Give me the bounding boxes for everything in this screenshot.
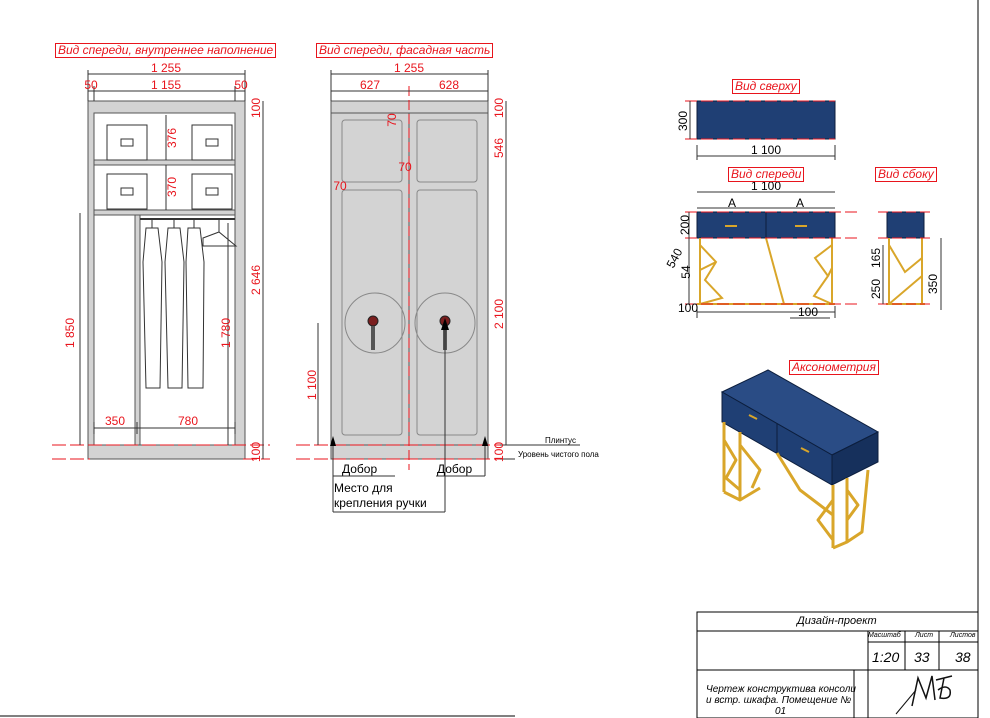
dim-left-side: 50 (84, 78, 98, 92)
dim-console-depth: 300 (676, 111, 690, 131)
view-label-facade: Вид спереди, фасадная часть (316, 43, 494, 58)
title-sheets: 38 (955, 649, 971, 665)
drawer-label-a-left: А (728, 196, 736, 210)
dim-rod-height: 1 850 (63, 318, 77, 348)
dim-hanging: 1 780 (219, 318, 233, 348)
dim-bottom-panel: 100 (249, 442, 263, 462)
wardrobe-facade-view: 1 255 627 628 70 70 70 100 546 2 100 1 1… (296, 61, 599, 513)
dim-top-panel: 100 (249, 98, 263, 118)
dim-total-height: 2 646 (249, 265, 263, 295)
dim-handle-height: 1 100 (305, 370, 319, 400)
dim-foot-right: 100 (798, 305, 818, 319)
title-desc-line3: 01 (775, 706, 787, 717)
title-desc-line1: Чертеж конструктива консоли (706, 684, 856, 695)
dim-right-section: 780 (178, 414, 198, 428)
view-label-console-front: Вид спереди (728, 167, 805, 182)
view-label-console-side: Вид сбоку (875, 167, 937, 182)
dim-molding-1: 70 (385, 113, 399, 127)
dim-right-door: 628 (439, 78, 459, 92)
dim-molding-3: 70 (333, 179, 347, 193)
note-plinth: Плинтус (545, 436, 576, 445)
dim-side-s2: 250 (869, 279, 883, 299)
note-floor-level: Уровень чистого пола (518, 450, 599, 459)
dim-molding-2: 70 (398, 160, 412, 174)
title-desc-line2: и встр. шкафа. Помещение № (706, 695, 852, 706)
dim-foot-left: 100 (678, 301, 698, 315)
note-handle-line1: Место для (334, 481, 393, 495)
title-scale-label: Масштаб (868, 632, 901, 639)
dim-total-width: 1 255 (151, 61, 181, 75)
dim-console-top-width: 1 100 (751, 143, 781, 157)
console-front-view: 1 100 А А 200 540 54 100 100 (664, 179, 860, 319)
dim-side-s1: 165 (869, 248, 883, 268)
dim-facade-top: 100 (492, 98, 506, 118)
dim-side-s3: 350 (926, 274, 940, 294)
view-label-axonometry: Аксонометрия (789, 360, 879, 375)
dim-shelf2: 370 (165, 177, 179, 197)
title-project: Дизайн-проект (797, 615, 877, 627)
dim-drawer-height: 200 (678, 215, 692, 235)
title-sheet: 33 (914, 649, 930, 665)
dim-facade-lower: 2 100 (492, 299, 506, 329)
note-dobor-left: Добор (342, 462, 377, 476)
console-side-view: 165 250 350 (869, 211, 942, 310)
hanging-clothes (142, 220, 238, 389)
dim-facade-width: 1 255 (394, 61, 424, 75)
dim-console-front-width: 1 100 (751, 179, 781, 193)
console-axonometry (720, 369, 880, 550)
dim-left-section: 350 (105, 414, 125, 428)
dim-left-door: 627 (360, 78, 380, 92)
note-handle-line2: крепления ручки (334, 496, 427, 510)
dim-facade-upper: 546 (492, 138, 506, 158)
signature-icon (895, 675, 953, 715)
dim-right-side: 50 (234, 78, 248, 92)
storage-box (106, 124, 233, 210)
dim-shelf1: 376 (165, 128, 179, 148)
title-sheets-label: Листов (950, 632, 976, 639)
drawer-label-a-right: А (796, 196, 804, 210)
dim-console-d2: 54 (679, 265, 693, 279)
dim-facade-base: 100 (492, 442, 506, 462)
console-top-view: 300 1 100 (676, 100, 836, 160)
title-scale: 1:20 (872, 649, 900, 665)
view-label-top: Вид сверху (732, 79, 800, 94)
wardrobe-inner-view: 1 255 50 1 155 50 376 370 2 646 100 100 … (52, 61, 270, 462)
title-block (696, 611, 979, 718)
note-dobor-right: Добор (437, 462, 472, 476)
dim-inner-width: 1 155 (151, 78, 181, 92)
view-label-inner: Вид спереди, внутреннее наполнение (55, 43, 277, 58)
title-sheet-label: Лист (915, 632, 934, 639)
